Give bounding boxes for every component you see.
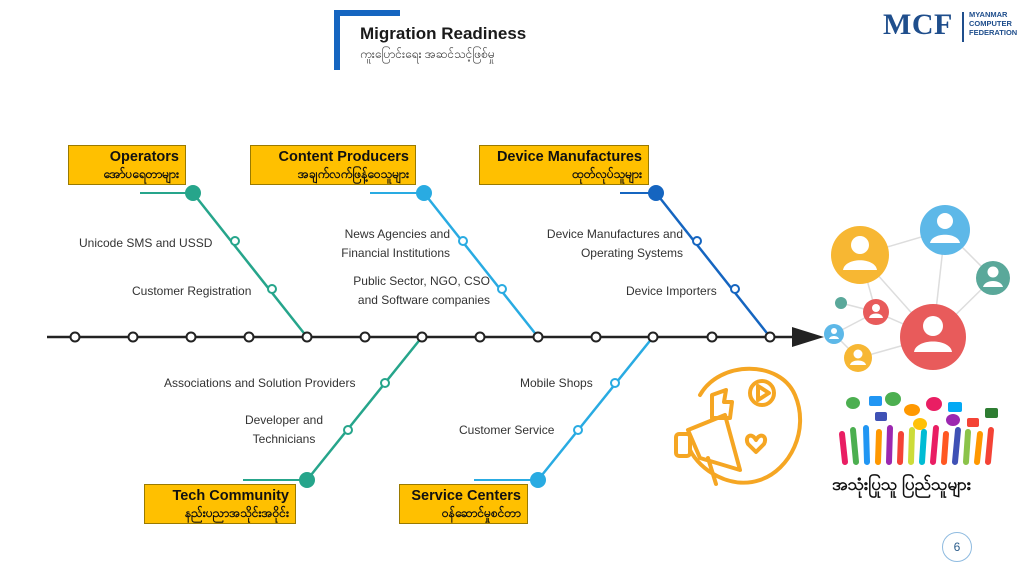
cause-associations: Associations and Solution Providers: [164, 376, 356, 390]
cause-node: [230, 236, 240, 246]
page-title: Migration Readiness: [360, 24, 527, 43]
spine-node: [69, 331, 81, 343]
service-centers-box: Service Centers ဝန်ဆောင်မှုစင်တာ: [399, 484, 528, 524]
service-centers-bone: [537, 336, 654, 481]
users-network-graphic: [824, 205, 1010, 372]
tech-community-subtitle: နည်းပညာအသိုင်းအဝိုင်း: [184, 506, 289, 520]
tech-community-title: Tech Community: [172, 488, 289, 504]
content-producers-title: Content Producers: [278, 149, 409, 165]
mcf-logo: MCF: [883, 8, 953, 41]
content-producers-box: Content Producers အချက်လက်ဖြန့်ဝေသူများ: [250, 145, 416, 185]
crowd-hands-graphic: [839, 392, 998, 465]
device-bone-head: [648, 185, 664, 201]
cause-node: [380, 378, 390, 388]
content-producers-subtitle: အချက်လက်ဖြန့်ဝေသူများ: [297, 167, 409, 181]
cause-news-agencies-line1: News Agencies and: [344, 227, 450, 241]
logo-line-3: FEDERATION: [969, 28, 1018, 37]
spine-node: [532, 331, 544, 343]
spine-node: [474, 331, 486, 343]
operators-title: Operators: [109, 149, 179, 165]
cause-news-agencies-line2: Financial Institutions: [341, 246, 450, 260]
cause-node: [343, 425, 353, 435]
service-bone-head: [530, 472, 546, 488]
cause-device-os-line1: Device Manufactures and: [546, 227, 683, 241]
operators-subtitle: အော်ပရေတာများ: [103, 167, 179, 181]
tech-bone-head: [299, 472, 315, 488]
user-avatar-icon: [835, 297, 847, 309]
cause-node: [497, 284, 507, 294]
page-number-badge: 6: [942, 532, 972, 562]
logo-line-2: COMPUTER: [969, 19, 1012, 28]
cause-public-sector-line1: Public Sector, NGO, CSO: [353, 274, 490, 288]
user-avatar-icon: [976, 261, 1010, 295]
operators-bone: [192, 192, 308, 338]
effect-label: အသုံးပြုသူ ပြည်သူများ: [832, 475, 972, 494]
cause-public-sector-line2: and Software companies: [357, 293, 490, 307]
device-manufactures-box: Device Manufactures ထုတ်လုပ်သူများ: [479, 145, 649, 185]
cause-public-sector: Public Sector, NGO, CSO and Software com…: [340, 272, 490, 310]
raised-hands: [839, 425, 994, 465]
cause-mobile-shops: Mobile Shops: [520, 376, 593, 390]
cause-node: [267, 284, 277, 294]
operators-bone-head: [185, 185, 201, 201]
cause-developer: Developer and Technicians: [234, 411, 334, 449]
title-accent-bar-top: [334, 10, 400, 16]
spine-node: [590, 331, 602, 343]
spine-node: [706, 331, 718, 343]
service-centers-subtitle: ဝန်ဆောင်မှုစင်တာ: [441, 506, 521, 520]
logo-divider: [962, 12, 964, 42]
cause-device-os-line2: Operating Systems: [580, 246, 683, 260]
logo-line-1: MYANMAR: [969, 10, 1008, 19]
spine-node: [764, 331, 776, 343]
user-avatar-icon: [900, 304, 966, 370]
cause-device-importers: Device Importers: [626, 284, 717, 298]
spine-node: [416, 331, 428, 343]
cause-news-agencies: News Agencies and Financial Institutions: [320, 225, 450, 263]
cause-developer-line2: Technicians: [252, 432, 316, 446]
spine-arrowhead: [792, 327, 824, 347]
operators-box: Operators အော်ပရေတာများ: [68, 145, 186, 185]
spine-node: [127, 331, 139, 343]
cause-node: [610, 378, 620, 388]
cause-developer-line1: Developer and: [244, 413, 324, 427]
spine-node: [301, 331, 313, 343]
user-avatar-icon: [920, 205, 970, 255]
cause-customer-service: Customer Service: [459, 423, 555, 437]
cause-node: [730, 284, 740, 294]
cause-device-os: Device Manufactures and Operating System…: [530, 225, 683, 263]
megaphone-social-icon: [674, 366, 802, 486]
spine-node: [243, 331, 255, 343]
service-centers-title: Service Centers: [411, 488, 521, 504]
cause-node: [573, 425, 583, 435]
spine-node: [185, 331, 197, 343]
user-avatar-icon: [831, 226, 889, 284]
content-bone-head: [416, 185, 432, 201]
device-manufactures-title: Device Manufactures: [496, 149, 642, 165]
speech-bubbles: [846, 392, 998, 430]
title-accent-bar: [334, 10, 340, 70]
cause-customer-registration: Customer Registration: [132, 284, 252, 298]
tech-community-box: Tech Community နည်းပညာအသိုင်းအဝိုင်း: [144, 484, 296, 524]
spine-node: [647, 331, 659, 343]
spine-node: [359, 331, 371, 343]
device-manufactures-bone: [655, 192, 771, 338]
content-producers-bone: [423, 192, 539, 338]
cause-node: [692, 236, 702, 246]
cause-node: [458, 236, 468, 246]
cause-unicode-sms: Unicode SMS and USSD: [79, 236, 213, 250]
device-manufactures-subtitle: ထုတ်လုပ်သူများ: [572, 167, 642, 181]
page-subtitle: ကူးပြောင်းရေး အဆင်သင့်ဖြစ်မှု: [360, 47, 495, 61]
tech-community-bone: [306, 336, 423, 481]
logo-text: MYANMAR COMPUTER FEDERATION: [969, 10, 1017, 37]
